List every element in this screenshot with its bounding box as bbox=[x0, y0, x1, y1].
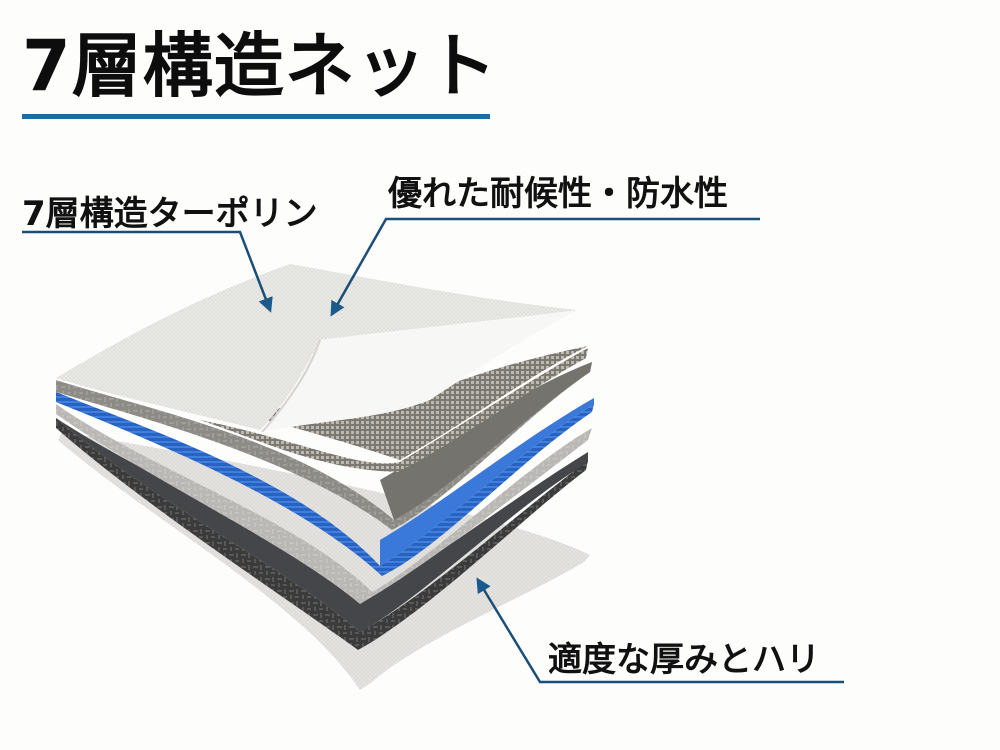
leader-line-1 bbox=[22, 230, 273, 313]
layer-gray-textured bbox=[56, 362, 592, 530]
layer-top-white bbox=[56, 264, 578, 433]
page-title: 7層構造ネット bbox=[22, 25, 498, 107]
title-underline bbox=[22, 114, 490, 119]
callout-tarpaulin-label: 7層構造ターポリン bbox=[22, 194, 318, 234]
layer-light-gray bbox=[56, 404, 592, 604]
leader-line-2 bbox=[330, 217, 760, 317]
layer-silver-mesh bbox=[56, 346, 588, 472]
layer-black bbox=[56, 418, 588, 650]
layer-blue bbox=[56, 392, 594, 576]
leader-line-3 bbox=[476, 577, 844, 684]
callout-weather-resistance-label: 優れた耐候性・防水性 bbox=[388, 174, 728, 214]
callout-thickness-label: 適度な厚みとハリ bbox=[548, 640, 820, 680]
